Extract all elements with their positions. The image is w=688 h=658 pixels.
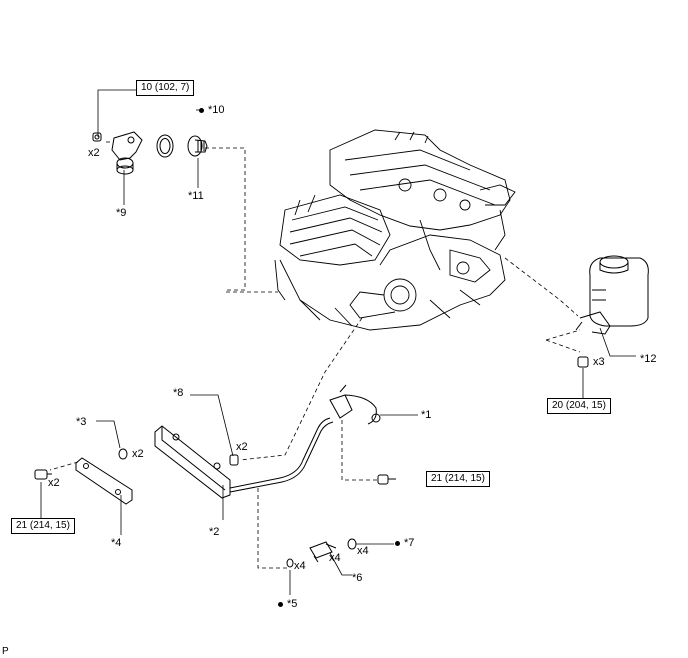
water-inlet-housing-part9	[111, 131, 143, 175]
thermostat-part11	[187, 135, 208, 157]
quantity-part5-oring: x4	[294, 560, 306, 572]
torque-spec-box-reservoir: 20 (204, 15)	[547, 398, 611, 414]
quantity-part6-injector: x4	[329, 552, 341, 564]
callout-part11: *11	[188, 190, 204, 202]
callout-part9: *9	[116, 207, 127, 219]
quantity-part3-washer: x2	[132, 448, 144, 460]
fuel-hose-part1	[329, 384, 381, 425]
dashed-guide-lines	[49, 141, 581, 569]
injector-part6	[309, 541, 337, 563]
seal-part7	[347, 538, 357, 550]
bolt-part8	[229, 454, 239, 466]
reservoir-part12	[575, 255, 649, 335]
figure-code: P	[2, 646, 9, 657]
non-reusable-marker-part5	[278, 602, 283, 607]
callout-part10: *10	[208, 104, 225, 116]
callout-part4: *4	[111, 537, 122, 549]
gasket-part10	[156, 134, 174, 158]
bolt-part9	[92, 132, 102, 142]
leader-lines	[40, 89, 636, 595]
bolt-part12	[577, 356, 589, 368]
engine-illustration	[274, 129, 516, 331]
callout-part7: *7	[404, 537, 415, 549]
callout-part3: *3	[76, 416, 87, 428]
bolt-part4	[34, 469, 52, 480]
callout-part12: *12	[640, 353, 657, 365]
quantity-part12-bolt: x3	[593, 356, 605, 368]
o-ring-part5	[286, 558, 294, 568]
bracket-part4	[75, 457, 133, 505]
callout-part1: *1	[421, 409, 432, 421]
washer-part3	[118, 448, 128, 460]
callout-part5: *5	[287, 598, 298, 610]
bolt-part1	[377, 474, 396, 485]
non-reusable-marker-part7	[395, 541, 400, 546]
torque-spec-box-hose: 21 (214, 15)	[426, 471, 490, 487]
torque-spec-box-bracket: 21 (214, 15)	[11, 518, 75, 534]
quantity-part9-bolt: x2	[88, 147, 100, 159]
quantity-part8-bolt: x2	[236, 441, 248, 453]
non-reusable-marker-part10	[199, 108, 204, 113]
quantity-part4-bolt: x2	[48, 477, 60, 489]
callout-part2: *2	[209, 526, 220, 538]
fuel-delivery-pipe-part2	[154, 417, 334, 499]
callout-part6: *6	[352, 572, 363, 584]
callout-part8: *8	[173, 387, 184, 399]
quantity-part7-seal: x4	[357, 545, 369, 557]
torque-spec-box-inlet: 10 (102, 7)	[136, 80, 195, 96]
